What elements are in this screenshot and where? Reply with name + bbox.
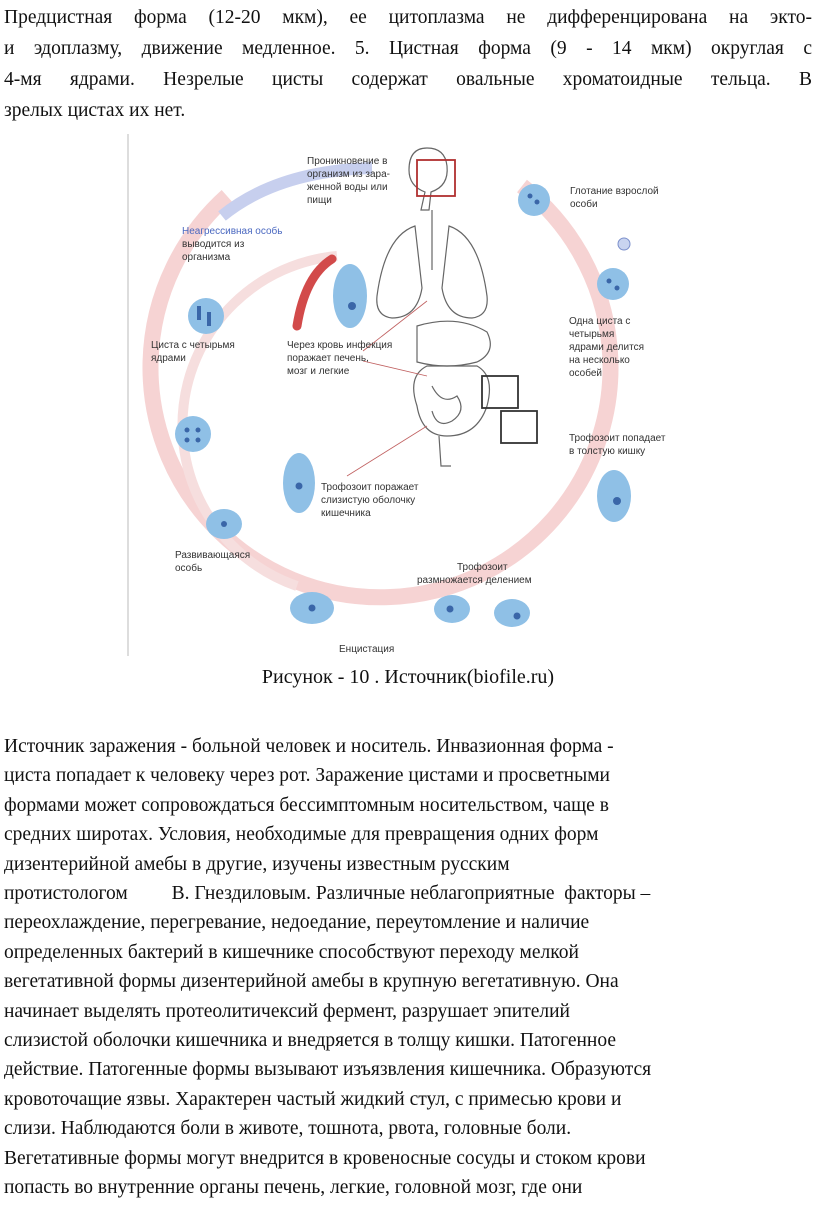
label-penetration: Проникновение в организм из зара- женной… [307, 156, 393, 206]
cyst-swallowed [518, 184, 550, 216]
text-line: Предцистная форма (12-20 мкм), ее цитопл… [4, 7, 812, 28]
text-line: циста попадает к человеку через рот. Зар… [4, 765, 610, 787]
dividing-cyst [597, 268, 629, 300]
text-line: дизентерийной амебы в другие, изучены из… [4, 853, 510, 875]
text-line: действие. Патогенные формы вызывают изъя… [4, 1059, 652, 1081]
colon-box [500, 410, 538, 444]
text-line: определенных бактерий в кишечнике способ… [4, 941, 579, 963]
mouth-highlight-box [416, 159, 456, 197]
lifecycle-diagram: Проникновение в организм из зара- женной… [127, 134, 668, 656]
text-line: переохлаждение, перегревание, недоедание… [4, 912, 590, 934]
text-line: Вегетативные формы могут внедрится в кро… [4, 1147, 646, 1169]
text-line: попасть во внутренние органы печень, лег… [4, 1177, 583, 1199]
text-line: протистологом В. Гнездиловым. Различные … [4, 883, 651, 905]
figure-caption: Рисунок - 10 . Источник(biofile.ru) [261, 666, 555, 688]
top-paragraph: Предцистная форма (12-20 мкм), ее цитопл… [4, 2, 812, 126]
text-line: кровоточащие язвы. Характерен частый жид… [4, 1088, 622, 1110]
blood-arrow [292, 254, 337, 331]
text-line: формами может сопровождаться бессимптомн… [4, 794, 609, 816]
human-body-icon [376, 147, 491, 467]
label-blood: Через кровь инфекция поражает печень, мо… [287, 339, 395, 377]
label-trophozoite-colon: Трофозоит попадает в толстую кишку [569, 432, 668, 457]
exit-arrow [218, 162, 373, 221]
text-line: начинает выделять протеолитичексий ферме… [4, 1000, 570, 1022]
label-developing: Развивающаяся особь [175, 550, 253, 574]
pointer-lines [346, 300, 428, 477]
trophozoite-colon [597, 470, 631, 522]
body-paragraph: Источник заражения - больной человек и н… [4, 732, 814, 1203]
text-line: слизи. Наблюдаются боли в животе, тошнот… [4, 1118, 572, 1140]
label-trophozoite-division: Трофозоит размножается делением [417, 561, 532, 586]
text-line: и эдоплазму, движение медленное. 5. Цист… [4, 38, 812, 59]
text-line: зрелых цистах их нет. [4, 100, 186, 121]
intestine-box [481, 375, 519, 409]
label-swallowing: Глотание взрослой особи [570, 186, 661, 210]
text-line: 4-мя ядрами. Незрелые цисты содержат ова… [4, 69, 812, 90]
label-cyst-four: Циста с четырьмя ядрами [151, 340, 238, 364]
text-line: слизистой оболочки кишечника и внедряетс… [4, 1030, 617, 1052]
blood-trophozoite [333, 264, 367, 328]
label-nonaggressive: Неагрессивная особь выводится из организ… [182, 225, 285, 263]
amoeba-lifecycle-figure: Проникновение в организм из зара- женной… [127, 126, 687, 658]
label-one-cyst: Одна циста с четырьмя ядрами делится на … [569, 316, 647, 379]
text-line: вегетативной формы дизентерийной амебы в… [4, 971, 619, 993]
inner-arc [177, 251, 338, 591]
cycle-arrow [142, 179, 619, 606]
text-line: Источник заражения - больной человек и н… [4, 736, 614, 757]
amoeba-cells [175, 184, 631, 627]
four-nucleus-cyst [188, 298, 224, 334]
trophozoite-divide-b [494, 599, 530, 627]
small-cyst [617, 237, 631, 251]
text-line: средних широтах. Условия, необходимые дл… [4, 824, 599, 846]
four-nucleus-cyst-2 [175, 416, 211, 452]
label-trophozoite-mucosa: Трофозоит поражает слизистую оболочку ки… [321, 481, 421, 519]
label-encystation: Енцистация [339, 644, 394, 655]
